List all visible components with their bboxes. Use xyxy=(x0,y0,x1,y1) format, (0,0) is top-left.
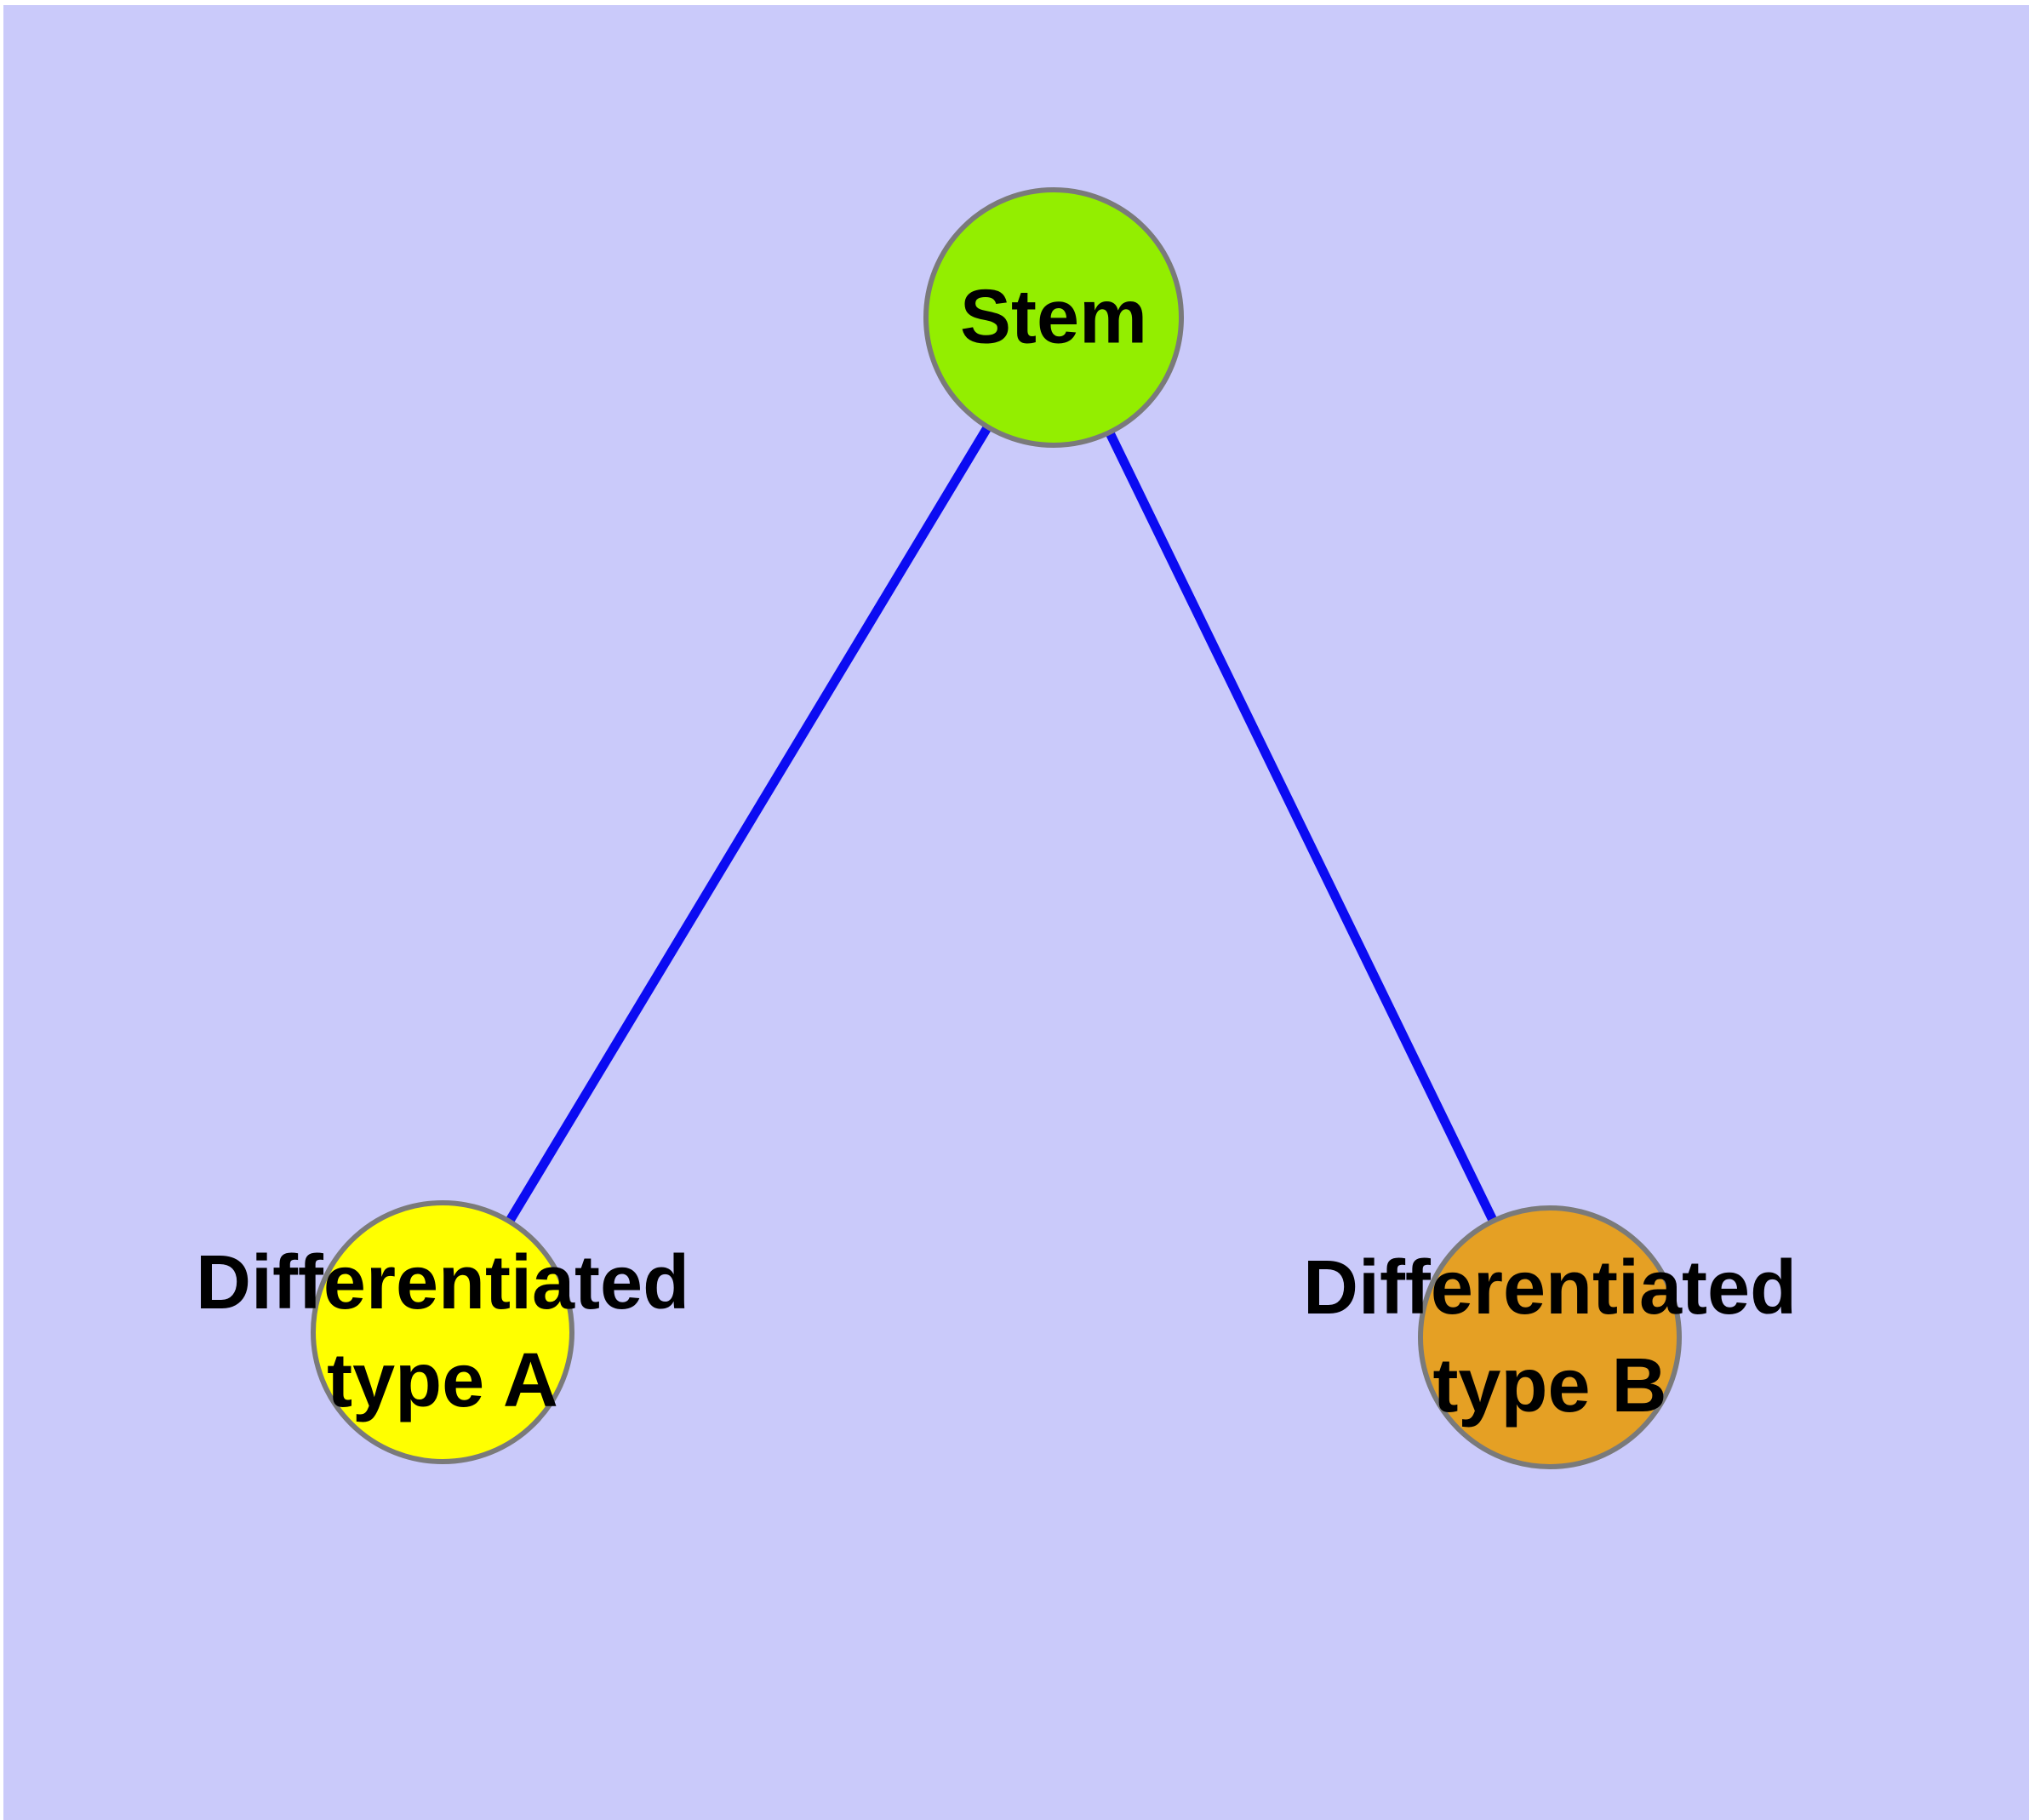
edge-stem-type-a xyxy=(438,315,1058,1335)
node-circle-type-b xyxy=(1418,1205,1682,1469)
edge-stem-type-b xyxy=(1049,315,1554,1340)
node-circle-stem xyxy=(923,187,1184,448)
node-circle-type-a xyxy=(311,1200,574,1464)
